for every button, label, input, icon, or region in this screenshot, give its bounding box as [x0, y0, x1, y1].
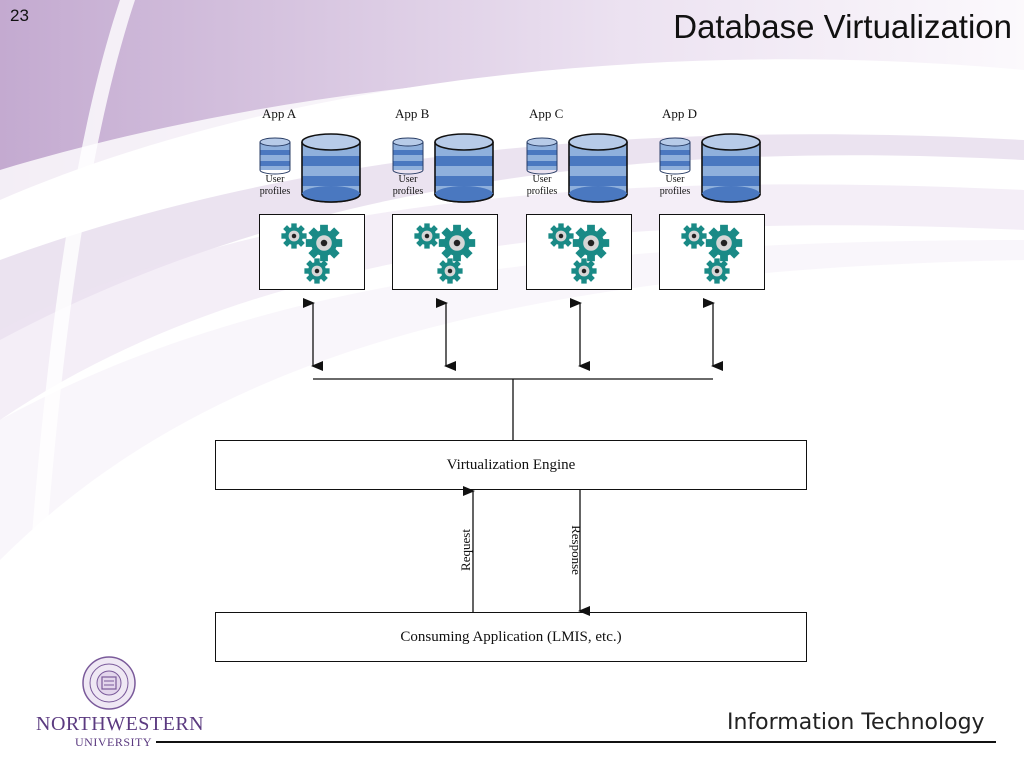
app-label: App C — [529, 106, 564, 121]
response-label: Response — [567, 524, 584, 576]
footer-divider — [156, 741, 996, 743]
user-profiles-label-line1: User — [532, 174, 552, 185]
app-process-box — [526, 214, 632, 290]
app-label: App D — [662, 106, 698, 121]
consuming-application-label: Consuming Application (LMIS, etc.) — [400, 628, 622, 645]
slide-title: Database Virtualization — [673, 8, 1012, 45]
user-profiles-label-line2: profiles — [526, 186, 558, 197]
user-profiles-label-line1: User — [665, 174, 685, 185]
university-subtitle: UNIVERSITY — [75, 735, 152, 749]
university-seal-icon — [82, 656, 136, 710]
user-profiles-label-line1: User — [265, 174, 285, 185]
app-label: App B — [395, 106, 430, 121]
user-profiles-label-line2: profiles — [659, 186, 691, 197]
user-profiles-label-line1: User — [398, 174, 418, 185]
request-label: Request — [457, 528, 474, 572]
app-process-box — [392, 214, 498, 290]
app-process-box — [659, 214, 765, 290]
virtualization-engine-box: Virtualization Engine — [215, 440, 807, 490]
user-profiles-label-line2: profiles — [392, 186, 424, 197]
consuming-application-box: Consuming Application (LMIS, etc.) — [215, 612, 807, 662]
department-label: Information Technology — [727, 710, 985, 735]
virtualization-engine-label: Virtualization Engine — [446, 456, 576, 473]
slide-number: 23 — [10, 6, 29, 25]
app-label: App A — [262, 106, 297, 121]
university-name: NORTHWESTERN — [36, 713, 205, 735]
user-profiles-label-line2: profiles — [259, 186, 291, 197]
app-process-box — [259, 214, 365, 290]
